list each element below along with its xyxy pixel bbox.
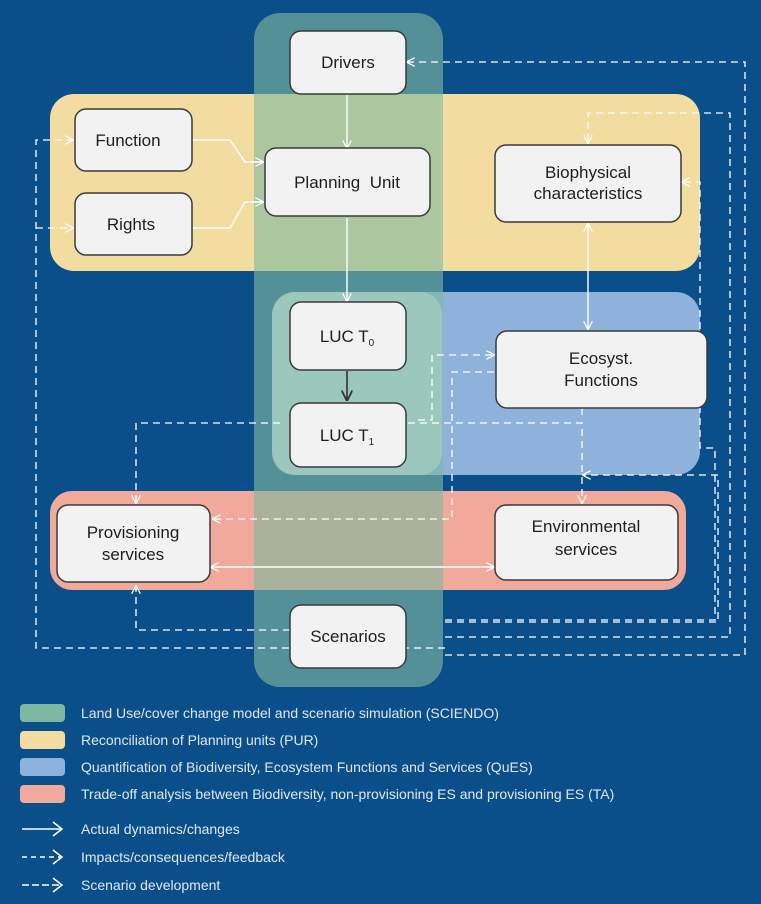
solid-arrow-icon [22, 821, 64, 837]
svg-text:LUC T0: LUC T0 [320, 327, 375, 349]
arrow-scenario-to-biophysical-right [445, 182, 716, 621]
arrow-luc-to-ecosyst [418, 355, 494, 421]
biophysical-label-line1: Biophysical [545, 163, 631, 182]
scenarios-label: Scenarios [310, 627, 386, 646]
drivers-label: Drivers [321, 53, 375, 72]
arrow-feedback-to-function [35, 140, 445, 649]
legend-sciendo: Land Use/cover change model and scenario… [20, 703, 499, 723]
luc-t0-subscript: 0 [369, 338, 375, 349]
node-rights: Rights [74, 192, 193, 256]
arrow-function-to-planning-unit [193, 139, 263, 162]
environmental-label-line2: services [555, 540, 617, 559]
node-biophysical: Biophysical characteristics [494, 144, 682, 223]
svg-text:LUC T1: LUC T1 [320, 426, 375, 448]
legend-ques: Quantification of Biodiversity, Ecosyste… [20, 757, 533, 777]
node-luc-t0: LUC T0 [289, 301, 407, 371]
node-function: Function [74, 108, 193, 172]
legend-ta-text: Trade-off analysis between Biodiversity,… [81, 786, 615, 802]
legend-ques-text: Quantification of Biodiversity, Ecosyste… [81, 759, 533, 775]
legend-pur: Reconciliation of Planning units (PUR) [20, 730, 318, 750]
legend-pur-text: Reconciliation of Planning units (PUR) [81, 732, 319, 748]
impact-feedback-arrows [35, 62, 746, 656]
arrow-scenario-to-biophysical-top [445, 112, 731, 638]
legend-scenario-dev-text: Scenario development [81, 877, 221, 893]
ecosyst-label-line2: Functions [564, 371, 638, 390]
legend-swatch-red [20, 785, 65, 803]
node-environmental-services: Environmental services [494, 504, 679, 581]
legend-actual: Actual dynamics/changes [20, 819, 240, 839]
legend-sciendo-text: Land Use/cover change model and scenario… [81, 705, 499, 721]
provisioning-label-line2: services [102, 545, 164, 564]
node-planning-unit: Planning Unit [264, 147, 431, 217]
function-label: Function [95, 131, 160, 150]
legend-actual-text: Actual dynamics/changes [81, 821, 240, 837]
arrow-luc-to-environmental [408, 422, 582, 503]
node-drivers: Drivers [289, 30, 407, 95]
luc-t1-subscript: 1 [369, 437, 375, 448]
arrow-scenario-to-drivers [407, 62, 746, 656]
legend-swatch-yellow [20, 731, 65, 749]
ecosyst-label-line1: Ecosyst. [569, 349, 633, 368]
legend-swatch-green [20, 704, 65, 722]
provisioning-label-line1: Provisioning [87, 523, 180, 542]
environmental-label-line1: Environmental [532, 517, 641, 536]
planning-unit-label: Planning Unit [294, 173, 400, 192]
luc-t0-label: LUC T [320, 327, 369, 346]
node-luc-t1: LUC T1 [289, 402, 407, 468]
node-scenarios: Scenarios [289, 604, 407, 669]
node-provisioning-services: Provisioning services [56, 504, 211, 583]
luc-t1-label: LUC T [320, 426, 369, 445]
legend-ta: Trade-off analysis between Biodiversity,… [20, 784, 614, 804]
arrow-scenario-to-environmental [445, 475, 719, 623]
arrow-luc-to-provisioning [136, 422, 280, 503]
biophysical-label-line2: characteristics [534, 184, 643, 203]
legend-scenario-dev: Scenario development [20, 875, 220, 895]
scenario-dashed-arrow-icon [22, 877, 64, 893]
arrow-scenario-to-provisioning [136, 586, 290, 631]
rights-label: Rights [107, 215, 155, 234]
legend-impacts: Impacts/consequences/feedback [20, 847, 285, 867]
legend-swatch-blue [20, 758, 65, 776]
arrow-rights-to-planning-unit [193, 202, 263, 229]
node-ecosyst-functions: Ecosyst. Functions [495, 330, 708, 409]
legend-impacts-text: Impacts/consequences/feedback [81, 849, 285, 865]
actual-dynamics-arrows [193, 95, 588, 567]
dashed-arrow-icon [22, 849, 64, 865]
